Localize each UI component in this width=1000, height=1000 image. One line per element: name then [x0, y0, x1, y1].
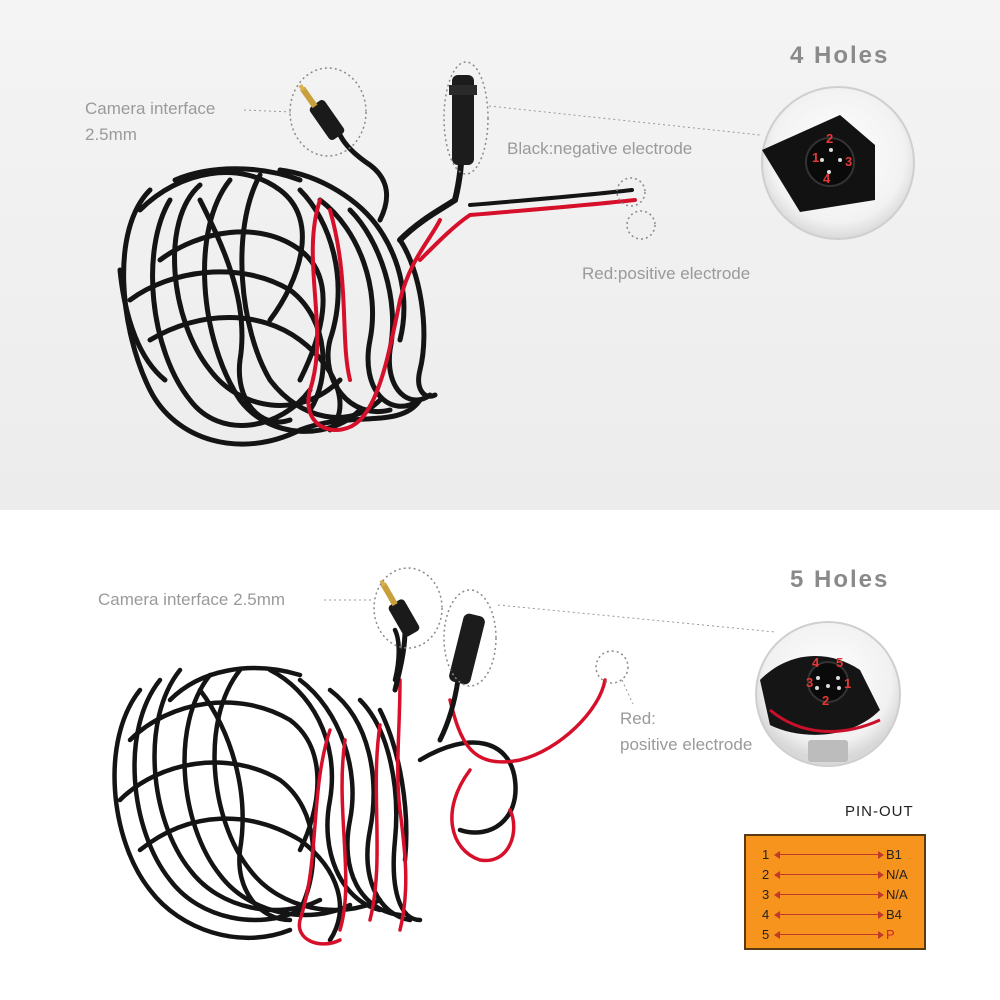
pinout-table: 1 B1 2 N/A 3 N/A 4 B4 5 P: [744, 834, 926, 950]
callout-leaders: [243, 105, 761, 136]
callout-circles-bottom: [373, 567, 629, 687]
black-negative-label: Black:negative electrode: [507, 139, 693, 158]
pin-number-4: 4: [823, 171, 831, 186]
pinout-row: 1 B1: [746, 844, 924, 864]
double-arrow-icon: [774, 931, 884, 939]
five-holes-title: 5 Holes: [790, 566, 890, 593]
magnified-five-pin-connector: [755, 621, 901, 767]
double-arrow-icon: [774, 891, 884, 899]
top-product-panel: Camera interface 2.5mm Black:negative el…: [0, 0, 1000, 510]
pinout-pin-number: 3: [762, 887, 770, 902]
camera-interface-label: Camera interface 2.5mm: [85, 99, 216, 144]
callout-circles: [289, 61, 656, 240]
pin-number-3: 3: [845, 154, 853, 169]
five-pin-connector-body: [449, 613, 485, 685]
pinout-row: 3 N/A: [746, 884, 924, 904]
pinout-title: PIN-OUT: [845, 803, 914, 820]
pin-number-1-bottom: 1: [844, 676, 852, 691]
red-positive-label: Red:positive electrode: [582, 264, 751, 283]
pinout-row: 4 B4: [746, 904, 924, 924]
jack-2-5mm-connector-bottom: [379, 579, 420, 637]
black-cable-coil: [117, 166, 438, 447]
double-arrow-icon: [774, 871, 884, 879]
pinout-row: 5 P: [746, 924, 924, 944]
pinout-row: 2 N/A: [746, 864, 924, 884]
pinout-signal: N/A: [886, 867, 908, 882]
bottom-cable-illustration: [112, 567, 901, 946]
pin-number-1: 1: [812, 150, 820, 165]
pinout-pin-number: 4: [762, 907, 770, 922]
pinout-pin-number: 2: [762, 867, 770, 882]
red-cable-strand: [306, 198, 442, 432]
callout-leaders-bottom: [324, 599, 776, 705]
connector-lead-wire-bottom: [437, 677, 461, 743]
pinout-signal: B1: [886, 847, 902, 862]
pin-number-2: 2: [826, 131, 834, 146]
pin-number-5-bottom: 5: [836, 655, 844, 670]
four-pin-connector-body: [449, 75, 477, 165]
pin-number-3-bottom: 3: [806, 675, 814, 690]
pinout-signal: B4: [886, 907, 902, 922]
pinout-signal: N/A: [886, 887, 908, 902]
camera-interface-label-bottom: Camera interface 2.5mm: [98, 590, 286, 609]
pinout-pin-number: 1: [762, 847, 770, 862]
magnified-four-pin-connector: [761, 86, 915, 240]
red-cable-strand-bottom: [297, 678, 607, 946]
pin-number-4-bottom: 4: [812, 655, 820, 670]
pinout-pin-number: 5: [762, 927, 770, 942]
jack-lead-wire: [337, 132, 390, 223]
black-negative-wire: [468, 188, 634, 207]
jack-2-5mm-connector: [298, 83, 345, 140]
double-arrow-icon: [774, 851, 884, 859]
red-positive-label-bottom: Red: positive electrode: [620, 709, 753, 754]
pin-number-2-bottom: 2: [822, 693, 830, 708]
red-lead-wire: [418, 198, 637, 262]
four-holes-title: 4 Holes: [790, 42, 890, 69]
top-cable-illustration: [117, 61, 915, 447]
double-arrow-icon: [774, 911, 884, 919]
pinout-signal: P: [886, 927, 895, 942]
